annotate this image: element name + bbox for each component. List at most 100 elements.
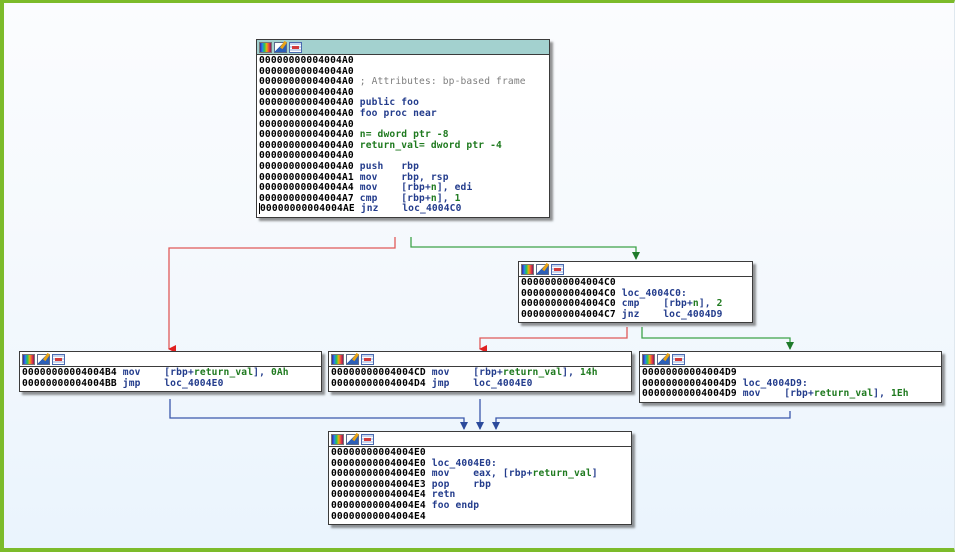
address[interactable]: 00000000004004D9 xyxy=(642,367,737,378)
block-body[interactable]: 00000000004004D9 00000000004004D9 loc_40… xyxy=(640,367,941,402)
block-header[interactable] xyxy=(519,262,752,277)
address[interactable]: 00000000004004E4 xyxy=(331,510,426,522)
mnemonic[interactable]: mov xyxy=(742,388,785,400)
block-loc-4004D9[interactable]: 00000000004004D9 00000000004004D9 loc_40… xyxy=(639,351,942,403)
address[interactable]: 00000000004004C7 xyxy=(521,308,616,320)
address[interactable]: 00000000004004A0 xyxy=(259,55,354,66)
address[interactable]: 00000000004004A0 xyxy=(259,129,354,141)
block-body[interactable]: 00000000004004A0 00000000004004A0 000000… xyxy=(257,55,549,217)
mnemonic[interactable]: pop xyxy=(431,478,474,490)
edit-block-icon[interactable] xyxy=(37,353,50,365)
operands[interactable]: [rbp+return_val], 1Eh xyxy=(784,388,909,400)
disasm-line[interactable]: 00000000004004A7 cmp [rbp+n], 1 xyxy=(259,192,547,205)
mnemonic[interactable]: jmp xyxy=(431,377,474,389)
edit-block-icon[interactable] xyxy=(274,41,287,53)
disasm-line[interactable]: 00000000004004A0 xyxy=(259,65,547,78)
disasm-line[interactable]: 00000000004004E0 xyxy=(331,447,629,459)
edge-4004B4-to-4004E0[interactable] xyxy=(169,399,468,430)
edge-entry-to-4004C0[interactable] xyxy=(410,237,640,260)
address[interactable]: 00000000004004A0 xyxy=(259,65,354,77)
address[interactable]: 00000000004004E4 xyxy=(331,499,426,511)
graph-colors-icon[interactable] xyxy=(642,353,655,365)
edge-4004C0-to-4004D9[interactable] xyxy=(641,327,794,350)
block-header[interactable] xyxy=(20,352,321,367)
graph-colors-icon[interactable] xyxy=(521,263,534,275)
address[interactable]: 00000000004004C0 xyxy=(521,277,616,288)
mnemonic[interactable]: mov xyxy=(431,468,474,480)
disasm-line[interactable]: 00000000004004A0 foo proc near xyxy=(259,107,547,120)
block-header[interactable] xyxy=(640,352,941,367)
disasm-line[interactable]: 00000000004004D9 loc_4004D9: xyxy=(642,377,939,390)
disasm-line[interactable]: 00000000004004E3 pop rbp xyxy=(331,478,629,491)
disasm-line[interactable]: 00000000004004B4 mov [rbp+return_val], 0… xyxy=(22,367,319,379)
mnemonic[interactable]: mov xyxy=(431,367,474,378)
disasm-line[interactable]: 00000000004004D9 mov [rbp+return_val], 1… xyxy=(642,388,939,400)
mnemonic[interactable]: mov xyxy=(359,171,402,183)
address[interactable]: 00000000004004A0 xyxy=(259,118,354,130)
address[interactable]: 00000000004004CD xyxy=(331,367,426,378)
operands[interactable]: loc_4004E0 xyxy=(473,377,533,389)
address[interactable]: 00000000004004E0 xyxy=(331,468,426,480)
address[interactable]: 00000000004004BB xyxy=(22,377,117,389)
operands[interactable]: loc_4004E0 xyxy=(164,377,224,389)
address[interactable]: 00000000004004A4 xyxy=(259,182,354,194)
graph-colors-icon[interactable] xyxy=(331,353,344,365)
operands[interactable]: rbp, rsp xyxy=(401,171,449,183)
address[interactable]: 00000000004004A0 xyxy=(259,76,354,88)
block-body[interactable]: 00000000004004CD mov [rbp+return_val], 1… xyxy=(329,367,631,391)
operands[interactable]: [rbp+n], 2 xyxy=(663,298,723,310)
disasm-line[interactable]: 00000000004004A0 xyxy=(259,86,547,99)
mnemonic[interactable]: jmp xyxy=(122,377,165,389)
address[interactable]: 00000000004004C0 xyxy=(521,298,616,310)
address[interactable]: 00000000004004B4 xyxy=(22,367,117,378)
disasm-line[interactable]: 00000000004004E4 xyxy=(331,510,629,523)
block-list-icon[interactable] xyxy=(672,353,685,365)
disasm-line[interactable]: 00000000004004D4 jmp loc_4004E0 xyxy=(331,377,629,390)
graph-colors-icon[interactable] xyxy=(331,433,344,445)
label-directive[interactable]: loc_4004E0: xyxy=(431,457,497,469)
disasm-line[interactable]: 00000000004004BB jmp loc_4004E0 xyxy=(22,377,319,390)
address[interactable]: 00000000004004E0 xyxy=(331,457,426,469)
block-loc-4004C0[interactable]: 00000000004004C0 00000000004004C0 loc_40… xyxy=(518,261,753,324)
mnemonic[interactable]: cmp xyxy=(359,192,402,204)
address[interactable]: 00000000004004D9 xyxy=(642,377,737,389)
block-body[interactable]: 00000000004004E0 00000000004004E0 loc_40… xyxy=(329,447,631,524)
disasm-line[interactable]: 00000000004004D9 xyxy=(642,367,939,379)
block-list-icon[interactable] xyxy=(361,353,374,365)
address[interactable]: 00000000004004E4 xyxy=(331,489,426,501)
edit-block-icon[interactable] xyxy=(346,353,359,365)
stack-variable[interactable]: n= dword ptr -8 xyxy=(359,129,449,141)
label-directive[interactable]: loc_4004C0: xyxy=(621,287,687,299)
block-list-icon[interactable] xyxy=(551,263,564,275)
operands[interactable]: [rbp+n], 1 xyxy=(401,192,461,204)
address[interactable]: 00000000004004A1 xyxy=(259,171,354,183)
address[interactable]: 00000000004004C0 xyxy=(521,287,616,299)
address[interactable]: 00000000004004A0 xyxy=(259,107,354,119)
label-directive[interactable]: public foo xyxy=(359,97,420,109)
disasm-line[interactable]: 00000000004004A0 ; Attributes: bp-based … xyxy=(259,76,547,88)
edge-entry-to-4004B4[interactable] xyxy=(168,237,396,353)
block-list-icon[interactable] xyxy=(289,41,302,53)
mnemonic[interactable]: jnz xyxy=(621,308,664,320)
address[interactable]: 00000000004004A0 xyxy=(259,139,354,151)
edit-block-icon[interactable] xyxy=(346,433,359,445)
block-entry[interactable]: 00000000004004A0 00000000004004A0 000000… xyxy=(256,39,550,218)
mnemonic[interactable]: push xyxy=(359,160,402,172)
address[interactable]: 00000000004004E3 xyxy=(331,478,426,490)
address[interactable]: 00000000004004A0 xyxy=(259,86,354,98)
graph-colors-icon[interactable] xyxy=(22,353,35,365)
disasm-line[interactable]: 00000000004004C0 cmp [rbp+n], 2 xyxy=(521,298,750,310)
mnemonic[interactable]: cmp xyxy=(621,298,664,310)
stack-variable[interactable]: return_val= dword ptr -4 xyxy=(359,139,502,151)
address[interactable]: 00000000004004E0 xyxy=(331,447,426,458)
operands[interactable]: [rbp+return_val], 14h xyxy=(473,367,598,378)
block-list-icon[interactable] xyxy=(361,433,374,445)
address[interactable]: 00000000004004D9 xyxy=(642,388,737,400)
block-4004CD[interactable]: 00000000004004CD mov [rbp+return_val], 1… xyxy=(328,351,632,393)
block-header[interactable] xyxy=(329,432,631,447)
disasm-line[interactable]: 00000000004004A1 mov rbp, rsp xyxy=(259,171,547,184)
block-loc-4004E0[interactable]: 00000000004004E0 00000000004004E0 loc_40… xyxy=(328,431,632,526)
edit-block-icon[interactable] xyxy=(536,263,549,275)
disasm-line[interactable]: 00000000004004C0 xyxy=(521,277,750,289)
address[interactable]: 00000000004004A0 xyxy=(259,97,354,109)
